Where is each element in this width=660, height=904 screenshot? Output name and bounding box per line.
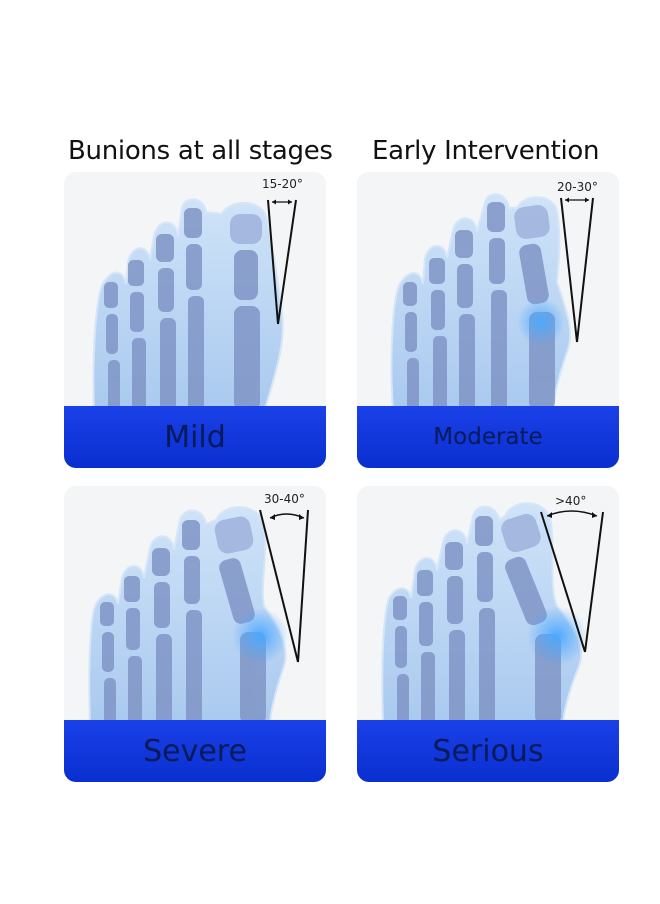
angle-label: 15-20° — [262, 177, 303, 191]
stage-label-severe: Severe — [143, 733, 247, 769]
angle-label: 20-30° — [557, 180, 598, 194]
stage-band: Moderate — [357, 406, 619, 468]
stage-label-moderate: Moderate — [433, 424, 543, 450]
foot-xray-illustration — [92, 198, 297, 413]
stage-label-mild: Mild — [164, 419, 226, 455]
stage-card-mild: 15-20° Mild — [64, 172, 326, 468]
stage-card-serious: >40° Serious — [357, 486, 619, 782]
stage-card-severe: 30-40° Severe — [64, 486, 326, 782]
stage-label-serious: Serious — [432, 733, 544, 769]
foot-xray-illustration — [390, 193, 594, 413]
foot-xray-illustration — [381, 502, 604, 727]
stage-band: Severe — [64, 720, 326, 782]
foot-xray-illustration — [88, 506, 309, 727]
angle-label: >40° — [555, 494, 587, 508]
heading-bunions-stages: Bunions at all stages — [68, 136, 333, 166]
stage-card-moderate: 20-30° Moderate — [357, 172, 619, 468]
stage-band: Mild — [64, 406, 326, 468]
angle-label: 30-40° — [264, 492, 305, 506]
heading-early-intervention: Early Intervention — [372, 136, 600, 166]
stage-band: Serious — [357, 720, 619, 782]
